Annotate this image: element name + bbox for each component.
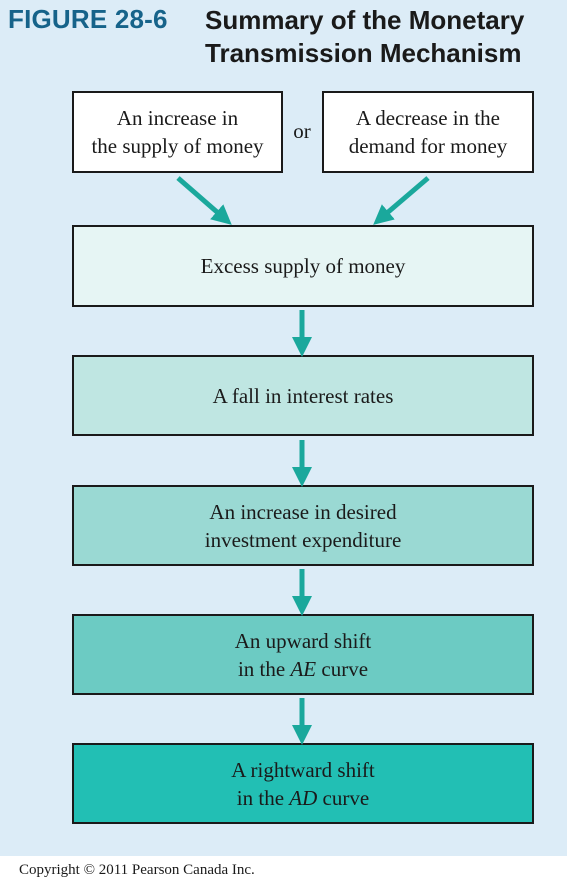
flow-arrows (176, 176, 430, 745)
arrow-right-diagonal (373, 176, 430, 225)
step-4-line2: in the AE curve (235, 655, 371, 683)
step-4-line1: An upward shift (234, 628, 372, 653)
step-3-line2: investment expenditure (204, 527, 402, 552)
step-investment: An increase in desired investment expend… (72, 485, 534, 566)
step-5-line2-pre: in the (236, 785, 290, 810)
step-5-line2-tail: curve (317, 785, 370, 810)
step-5-line2: in the AD curve (231, 784, 374, 812)
step-4-line2-pre: in the (237, 656, 291, 681)
step-ad-shift: A rightward shift in the AD curve (72, 743, 534, 824)
input-left-line2: the supply of money (91, 134, 264, 158)
input-box-money-demand: A decrease in the demand for money (322, 91, 534, 173)
step-3-line1: An increase in desired (209, 499, 397, 524)
figure-panel: FIGURE 28-6 Summary of the Monetary Tran… (0, 0, 567, 856)
step-5-line1: A rightward shift (231, 757, 375, 782)
step-4-line2-tail: curve (316, 656, 369, 681)
step-4-line2-em: AE (290, 656, 317, 681)
step-5-line2-em: AD (289, 785, 318, 810)
step-interest-rates: A fall in interest rates (72, 355, 534, 436)
arrow-left-diagonal (176, 176, 232, 225)
step-2-line1: A fall in interest rates (212, 383, 394, 408)
figure-label: FIGURE 28-6 (8, 4, 168, 34)
input-right-line1: A decrease in the (355, 106, 501, 130)
step-1-line1: Excess supply of money (200, 254, 406, 278)
step-excess-supply: Excess supply of money (72, 225, 534, 307)
input-box-money-supply: An increase in the supply of money (72, 91, 283, 173)
figure-title: Summary of the Monetary Transmission Mec… (205, 5, 525, 68)
input-left-line1: An increase in (116, 106, 239, 130)
or-connector: or (293, 119, 311, 143)
input-right-line2: demand for money (348, 134, 508, 158)
step-ae-shift: An upward shift in the AE curve (72, 614, 534, 695)
copyright-notice: Copyright © 2011 Pearson Canada Inc. (19, 862, 255, 878)
